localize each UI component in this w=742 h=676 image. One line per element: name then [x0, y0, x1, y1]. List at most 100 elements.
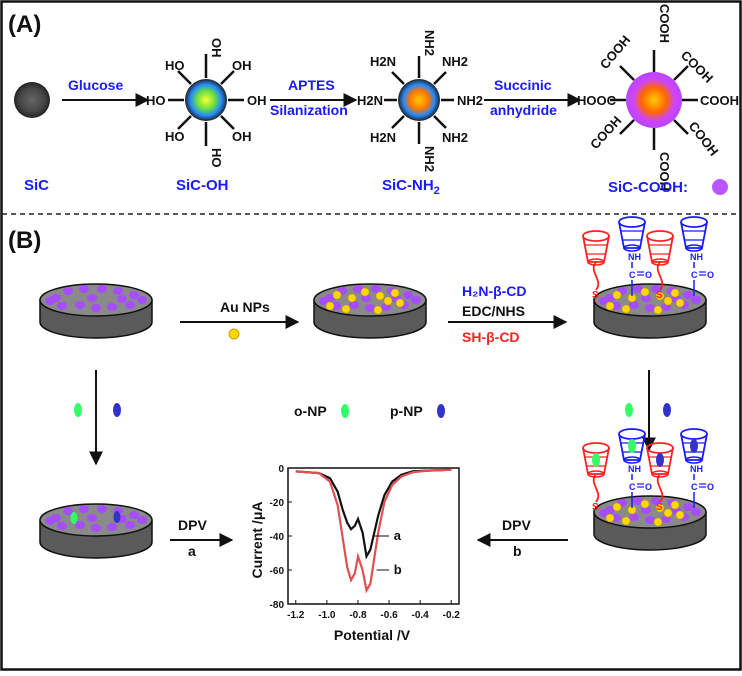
sic-cooh-dot [91, 524, 101, 532]
y-tick-label: 0 [278, 464, 284, 475]
sic-cooh-dot [117, 295, 127, 303]
label-sic: SiC [24, 177, 49, 194]
c-label: C [629, 482, 636, 492]
p-np-legend [437, 404, 445, 418]
group-cooh-top: COOH [657, 4, 672, 43]
curve-label-a: a [394, 528, 402, 543]
sic-cooh-dot [349, 301, 359, 309]
x-tick-label: -0.2 [443, 610, 461, 621]
electrode-bare [39, 283, 153, 339]
au-np-dot [325, 301, 335, 311]
group-cooh-bottom: COOH [657, 152, 672, 191]
label-curve-a-arrow: a [188, 543, 196, 559]
group-oh-br: OH [232, 129, 252, 144]
label-sh-b-cd: SH-β-CD [462, 329, 520, 345]
group-nh2-br: NH2 [442, 130, 468, 145]
label-p-np: p-NP [390, 403, 423, 419]
sic-cooh-dot [629, 301, 639, 309]
sic-particle [14, 82, 50, 118]
group-h2n-left: H2N [357, 93, 383, 108]
sic-cooh-dot [599, 297, 609, 305]
chart-x-label: Potential /V [334, 627, 411, 643]
guest-molecule [628, 439, 636, 453]
electrode-cd [593, 283, 707, 339]
au-np-dot [347, 293, 357, 303]
sic-cooh-dot [629, 513, 639, 521]
thiol-linker: S [592, 261, 600, 301]
sic-cooh-dot [361, 294, 371, 302]
dpv-chart: Current /μA Potential /V -1.2-1.0-0.8-0.… [249, 464, 460, 643]
o-label: O [707, 270, 714, 280]
group-ho-left: HO [146, 93, 166, 108]
x-tick-label: -0.4 [412, 610, 430, 621]
au-np-dot [375, 291, 385, 301]
chart-y-label: Current /μA [249, 501, 265, 578]
o-label: O [645, 270, 652, 280]
sic-cooh-dot [691, 508, 701, 516]
o-np-icon-left [74, 403, 82, 417]
p-np-icon-left [113, 403, 121, 417]
sic-cooh-dot [45, 297, 55, 305]
label-edc-nhs: EDC/NHS [462, 303, 525, 319]
sic-cooh-dot [365, 304, 375, 312]
sic-cooh-dot [45, 517, 55, 525]
sic-cooh-dot [137, 516, 147, 524]
au-np-dot [663, 508, 673, 518]
sic-cooh-dot [113, 287, 123, 295]
group-h2n-tl: H2N [370, 54, 396, 69]
au-np-dot [655, 503, 665, 513]
reagent-glucose: Glucose [68, 77, 123, 93]
group-hooc-left: HOOC [577, 93, 617, 108]
group-oh-bottom: HO [209, 148, 224, 168]
au-np-dot [612, 290, 622, 300]
sic-cooh-dot [683, 503, 693, 511]
o-np-icon-right [625, 403, 633, 417]
sic-cooh-dot [411, 296, 421, 304]
label-curve-b-arrow: b [513, 543, 522, 559]
sic-cooh-dot [353, 285, 363, 293]
y-tick-label: -20 [270, 498, 285, 509]
guest-molecule [690, 439, 698, 453]
group-ho-bl: HO [165, 129, 185, 144]
electrode-cd-np [593, 495, 707, 551]
p-np-adsorbed [113, 511, 121, 523]
label-sic-nh2: SiC-NH2 [382, 177, 440, 197]
sic-cooh-dot [57, 522, 67, 530]
y-tick-label: -60 [270, 566, 285, 577]
sic-cooh-dot [319, 297, 329, 305]
sic-nh2-particle: H2N NH2 H2N NH2 H2N NH2 NH2 NH2 [357, 30, 483, 172]
y-tick-label: -40 [270, 532, 285, 543]
au-np-dot [332, 290, 342, 300]
group-cooh-right: COOH [700, 93, 739, 108]
nh2-cd-2 [680, 216, 708, 252]
x-tick-label: -1.0 [318, 610, 336, 621]
au-np-dot [663, 296, 673, 306]
sic-cooh-dot [599, 509, 609, 517]
sic-cooh-dot [63, 507, 73, 515]
sic-cooh-dot [137, 296, 147, 304]
group-h2n-bl: H2N [370, 130, 396, 145]
sic-cooh-dot [63, 287, 73, 295]
au-np-dot [670, 288, 680, 298]
label-dpv-a: DPV [178, 517, 207, 533]
au-np-icon [228, 328, 240, 340]
sic-cooh-dot [107, 523, 117, 531]
sic-cooh-dot [691, 296, 701, 304]
sic-cooh-dot [633, 285, 643, 293]
group-nh2-tr: NH2 [442, 54, 468, 69]
au-np-dot [395, 298, 405, 308]
y-tick-label: -80 [270, 600, 285, 611]
x-tick-label: -0.6 [380, 610, 398, 621]
group-oh-tr: OH [232, 58, 252, 73]
sic-cooh-dot [683, 291, 693, 299]
sic-cooh-dot [371, 285, 381, 293]
au-np-dot [360, 287, 370, 297]
sic-cooh-dot [107, 303, 117, 311]
sic-cooh-dot [403, 291, 413, 299]
au-np-dot [605, 301, 615, 311]
sic-cooh-dot [645, 516, 655, 524]
